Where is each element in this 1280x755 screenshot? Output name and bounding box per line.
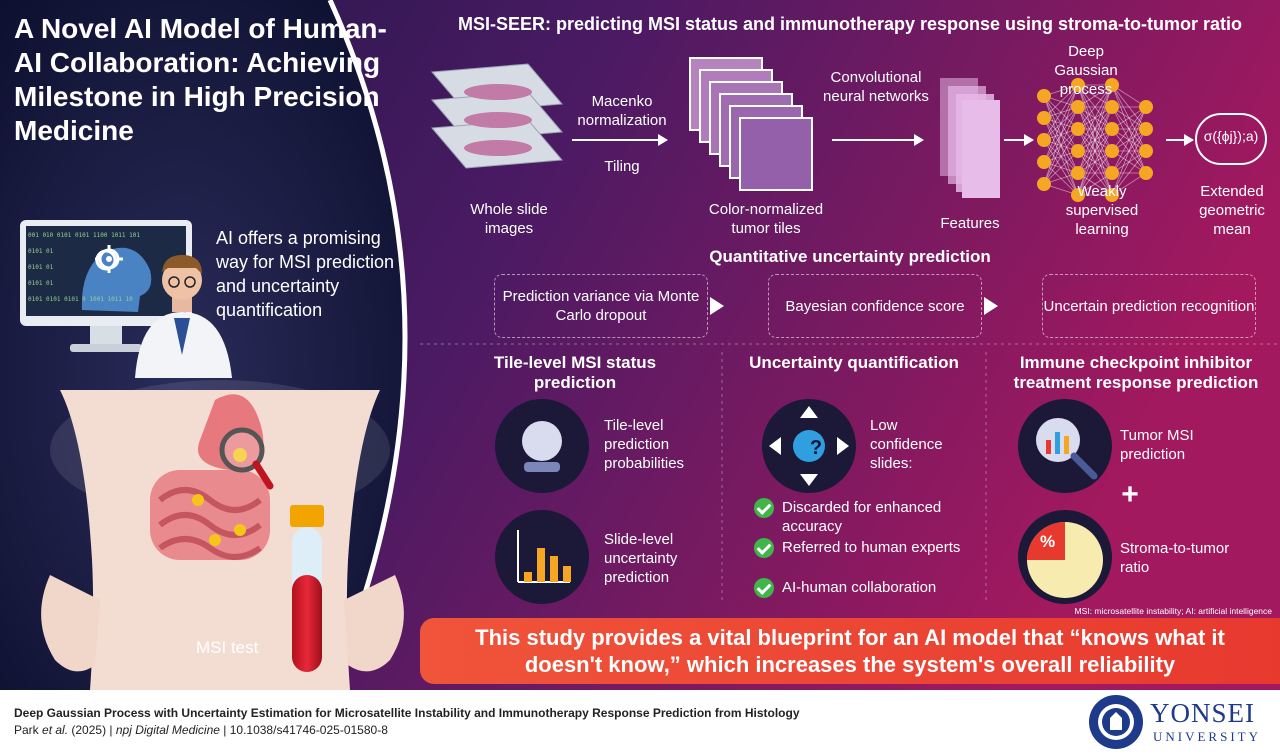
nn-node [1071, 144, 1085, 158]
quant-box-1: Prediction variance via Monte Carlo drop… [494, 274, 708, 338]
nn-edge [1111, 150, 1147, 196]
tiling-label: Tiling [604, 158, 640, 175]
nn-node [1105, 166, 1119, 180]
col1-item1: Tile-level prediction probabilities [604, 417, 685, 472]
banner-text: This study provides a vital blueprint fo… [475, 625, 1225, 677]
low-confidence-label: Low confidence slides: [870, 417, 943, 472]
nn-node [1105, 144, 1119, 158]
plus-sign: + [1121, 478, 1139, 511]
nn-node [1139, 166, 1153, 180]
quant-box-2: Bayesian confidence score [768, 274, 982, 338]
cnn-label: Convolutional neural networks [823, 69, 929, 105]
percent-icon: % [1040, 532, 1056, 551]
nn-edge [1043, 84, 1079, 163]
nn-node [1037, 155, 1051, 169]
dgp-label: Deep Gaussian process [1054, 43, 1118, 98]
egm-label: Extended geometric mean [1199, 183, 1265, 238]
nn-edge [1111, 106, 1147, 174]
binary-line: 0101 0101 0101 0 1001 1011 10 [28, 296, 133, 303]
background [0, 0, 1280, 690]
check-list: Discarded for enhanced accuracy Referred… [754, 498, 978, 598]
msi-test-label: MSI test [196, 638, 259, 657]
col1-item2: Slide-level uncertainty prediction [604, 531, 678, 586]
neural-network [1037, 78, 1153, 202]
binary-line: 001 010 0101 0101 1100 1011 101 [28, 232, 140, 239]
nn-edge [1043, 106, 1079, 185]
weak-label: Weakly supervised learning [1065, 183, 1139, 238]
check-item: Discarded for enhanced accuracy [754, 498, 978, 538]
citation: Park et al. (2025) | npj Digital Medicin… [14, 723, 388, 737]
nn-edge [1077, 84, 1113, 130]
ai-offers-text: AI offers a promising way for MSI predic… [216, 228, 395, 320]
nn-node [1071, 122, 1085, 136]
nn-node [1037, 89, 1051, 103]
binary-line: 0101 01 [28, 248, 54, 255]
nn-node [1105, 78, 1119, 92]
nn-node [1105, 100, 1119, 114]
tiles-label: Color-normalized tumor tiles [708, 201, 824, 237]
macenko-label: Macenko normalization [577, 93, 667, 129]
gear-icon [94, 244, 124, 274]
features-stack [940, 78, 1000, 198]
nn-edge [1077, 84, 1113, 174]
nn-edge [1111, 106, 1147, 196]
nn-edge [1111, 106, 1147, 152]
nn-node [1037, 133, 1051, 147]
nn-node [1139, 100, 1153, 114]
background-art [0, 0, 1280, 690]
col2-title: Uncertainty quantification [749, 353, 959, 372]
nn-node [1139, 144, 1153, 158]
wsi-slides [430, 63, 564, 169]
check-item: Referred to human experts [754, 538, 978, 578]
yonsei-seal-icon [1088, 694, 1144, 750]
check-icon [754, 538, 774, 558]
nn-node [1071, 78, 1085, 92]
nn-node [1105, 122, 1119, 136]
nn-edge [1077, 128, 1113, 196]
logo-name: YONSEI [1150, 698, 1255, 728]
nn-edge [1043, 84, 1079, 185]
tiles-stack [689, 57, 813, 191]
col3-item1: Tumor MSI prediction [1120, 427, 1194, 463]
binary-line: 0101 01 [28, 264, 54, 271]
binary-line: 0101 01 [28, 280, 54, 287]
nn-edge [1043, 84, 1079, 141]
col1-title: Tile-level MSI status prediction [493, 353, 657, 392]
nn-edge [1111, 128, 1147, 196]
logo-sub: UNIVERSITY [1153, 729, 1261, 744]
nn-edge [1043, 150, 1079, 185]
screen-binary: 001 010 0101 0101 1100 1011 101 0101 01 … [28, 228, 184, 308]
nn-node [1037, 177, 1051, 191]
formula-text: σ({ϕj});a) [1203, 128, 1259, 144]
nn-edge [1043, 84, 1079, 119]
col3-item2: Stroma-to-tumor ratio [1120, 540, 1230, 576]
nn-edge [1077, 84, 1113, 152]
abbreviations: MSI: microsatellite instability; AI: art… [1074, 606, 1272, 616]
nn-node [1105, 188, 1119, 202]
wsi-label: Whole slide images [470, 201, 548, 237]
left-title: A Novel AI Model of Human-AI Collaborati… [14, 13, 387, 146]
check-item: AI-human collaboration [754, 578, 978, 598]
nn-node [1071, 166, 1085, 180]
features-label: Features [940, 215, 1000, 232]
top-title: MSI-SEER: predicting MSI status and immu… [457, 14, 1243, 34]
nn-node [1071, 100, 1085, 114]
check-icon [754, 578, 774, 598]
question-icon: ? [809, 437, 823, 459]
nn-edge [1043, 128, 1079, 185]
nn-node [1071, 188, 1085, 202]
nn-edge [1077, 150, 1113, 196]
check-icon [754, 498, 774, 518]
col3-title: Immune checkpoint inhibitor treatment re… [1013, 353, 1259, 392]
nn-edge [1077, 106, 1113, 196]
nn-node [1139, 122, 1153, 136]
quant-box-3: Uncertain prediction recognition [1042, 274, 1256, 338]
conclusion-banner: This study provides a vital blueprint fo… [420, 618, 1280, 684]
quant-title: Quantitative uncertainty prediction [709, 247, 991, 266]
paper-title: Deep Gaussian Process with Uncertainty E… [14, 706, 800, 720]
nn-node [1037, 111, 1051, 125]
